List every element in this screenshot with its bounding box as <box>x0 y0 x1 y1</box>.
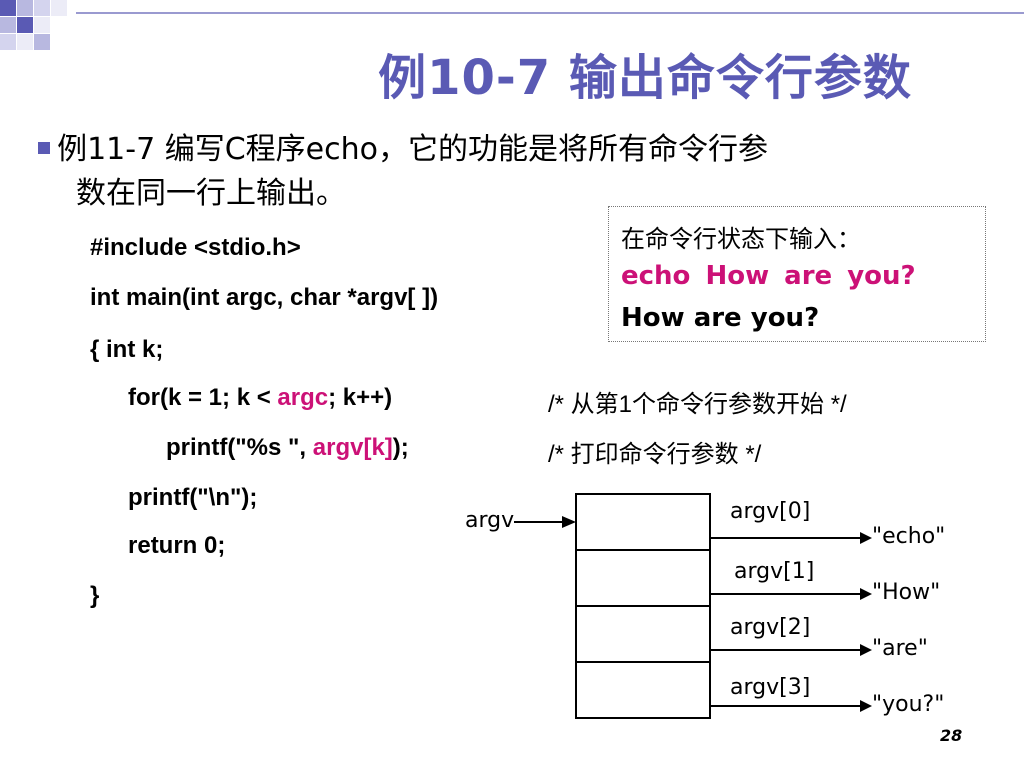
argv-pointer-label: argv <box>465 508 514 533</box>
code-return: return 0; <box>128 532 226 559</box>
argv-pointer-arrowhead <box>562 516 576 528</box>
code-printf-b: ); <box>392 434 409 461</box>
note-line-1: 在命令行状态下输入： <box>621 225 861 253</box>
cell-arrowhead-3 <box>860 700 872 712</box>
code-for-a: for(k = 1; k < <box>128 384 278 411</box>
cell-label-2: argv[2] <box>730 615 810 640</box>
intro-line-1: 例11-7 编写C程序echo，它的功能是将所有命令行参 <box>38 128 768 172</box>
code-printf-argv: argv[k] <box>312 434 393 461</box>
note-box: 在命令行状态下输入： echo How are you? How are you… <box>608 206 986 342</box>
code-comment-printf: /* 打印命令行参数 */ <box>548 441 762 468</box>
cell-value-2: "are" <box>872 636 928 661</box>
bullet-icon <box>38 142 50 154</box>
code-for-b: ; k++) <box>328 384 393 411</box>
code-brace-open: { int k; <box>90 336 164 363</box>
code-main: int main(int argc, char *argv[ ]) <box>90 284 439 311</box>
code-for: for(k = 1; k < argc; k++) <box>128 384 392 412</box>
code-printf-newline: printf("\n"); <box>128 484 258 511</box>
intro-line-2: 数在同一行上输出。 <box>76 176 346 211</box>
code-include: #include <stdio.h> <box>90 234 301 261</box>
cell-value-0: "echo" <box>872 524 945 549</box>
code-comment-for: /* 从第1个命令行参数开始 */ <box>548 391 847 418</box>
cell-arrowhead-2 <box>860 644 872 656</box>
cell-value-3: "you?" <box>872 692 944 717</box>
code-printf: printf("%s ", argv[k]); <box>166 434 409 462</box>
code-for-argc: argc <box>277 384 329 411</box>
cell-arrowhead-1 <box>860 588 872 600</box>
cell-label-1: argv[1] <box>734 559 814 584</box>
page-number: 28 <box>940 726 963 745</box>
cell-label-3: argv[3] <box>730 675 810 700</box>
note-line-3: How are you? <box>621 303 820 333</box>
title-rule <box>76 12 1024 14</box>
cell-arrowhead-0 <box>860 532 872 544</box>
page-title: 例10-7 输出命令行参数 <box>378 50 912 106</box>
code-brace-close: } <box>90 582 100 609</box>
corner-decoration <box>0 0 75 62</box>
code-printf-a: printf("%s ", <box>166 434 313 461</box>
cell-label-0: argv[0] <box>730 499 810 524</box>
cell-value-1: "How" <box>872 580 940 605</box>
intro-text-1: 例11-7 编写C程序echo，它的功能是将所有命令行参 <box>57 132 768 167</box>
note-line-2: echo How are you? <box>621 261 916 291</box>
